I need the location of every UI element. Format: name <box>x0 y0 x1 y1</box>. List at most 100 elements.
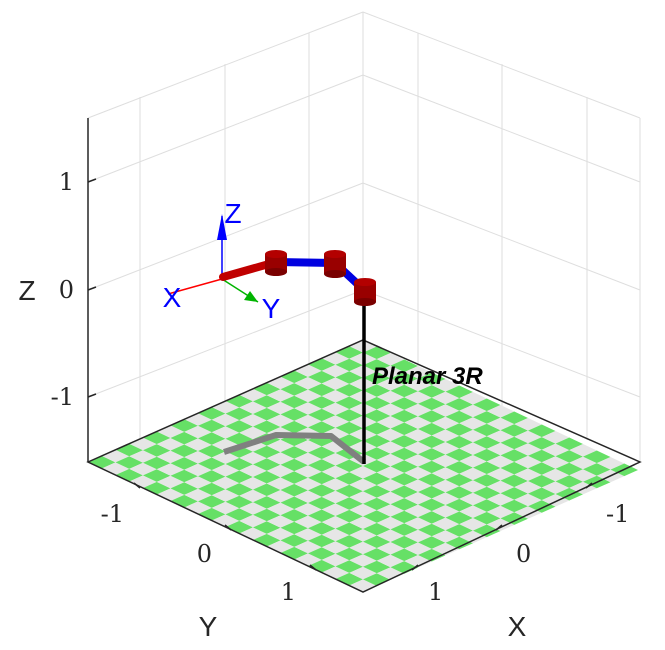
floor-tile <box>266 527 295 541</box>
floor-tile <box>431 379 460 392</box>
floor-tile <box>390 472 418 486</box>
floor-tile <box>349 516 377 529</box>
floor-tile <box>253 395 281 408</box>
floor-tile <box>280 521 308 535</box>
floor-tile <box>445 410 473 424</box>
floor-tile <box>445 398 473 411</box>
floor-tile <box>349 554 377 567</box>
floor-tile <box>500 499 528 513</box>
frame-z-arrowhead <box>217 214 227 240</box>
floor-tile <box>253 496 281 509</box>
floor-tile <box>198 444 226 458</box>
floor-tile <box>225 520 253 534</box>
floor-tile <box>211 489 240 502</box>
floor-tile <box>170 469 198 483</box>
floor-tile <box>555 450 583 463</box>
floor-tile <box>225 420 253 433</box>
floor-tile <box>486 455 515 468</box>
floor-tile <box>363 346 391 360</box>
floor-tile <box>514 430 542 444</box>
floor-tile <box>280 546 308 560</box>
floor-tile <box>266 439 295 453</box>
floor-tile <box>541 431 570 444</box>
floor-tile <box>445 536 473 550</box>
floor-tile <box>363 447 391 460</box>
floor-tile <box>473 411 501 424</box>
floor-tile <box>528 474 556 488</box>
floor-tile <box>308 408 336 422</box>
x-tick-neg1: -1 <box>606 500 629 528</box>
floor-tile <box>225 457 253 471</box>
floor-tile <box>500 512 528 525</box>
floor-tile <box>363 497 391 511</box>
floor-tile <box>404 454 432 467</box>
floor-tile <box>473 398 501 412</box>
floor-tile <box>129 475 157 488</box>
floor-tile <box>225 508 253 521</box>
floor-tile <box>363 422 391 435</box>
floor-tile <box>294 515 322 529</box>
floor-tile <box>390 384 418 398</box>
floor-tile <box>431 416 460 430</box>
floor-tile <box>459 392 487 405</box>
floor-tile <box>363 485 391 498</box>
floor-tile <box>473 486 501 500</box>
floor-tile <box>404 403 432 417</box>
floor-tile <box>266 540 295 553</box>
floor-tile <box>418 523 446 537</box>
floor-tile <box>308 484 336 497</box>
floor-tile <box>528 462 556 475</box>
floor-tile <box>308 559 336 573</box>
floor-tile <box>170 494 198 508</box>
floor-tile <box>459 530 487 544</box>
floor-tile <box>459 429 487 443</box>
floor-tile <box>294 452 322 466</box>
floor-tile <box>376 353 405 366</box>
floor-tile <box>541 468 570 482</box>
x-ticks <box>411 482 593 571</box>
floor-tile <box>266 502 295 516</box>
floor-tile <box>321 427 350 441</box>
floor-tile <box>321 541 350 554</box>
floor-tile <box>514 506 542 519</box>
floor-tile <box>349 466 377 479</box>
floor-tile <box>335 472 363 485</box>
floor-tile <box>418 485 446 499</box>
floor-tile <box>170 431 198 445</box>
y-ticks <box>133 482 317 571</box>
floor-tile <box>280 446 308 459</box>
floor-tile <box>390 535 418 549</box>
floor-tile <box>211 476 240 490</box>
z-tick-neg1: -1 <box>51 383 74 411</box>
robot-name-label: Planar 3R <box>372 363 483 390</box>
floor-tile <box>404 517 432 530</box>
floor-tile <box>363 359 391 372</box>
floor-tile <box>528 437 556 450</box>
floor-tile <box>294 528 322 541</box>
floor-tile <box>528 500 556 513</box>
floor-tile <box>541 481 570 494</box>
floor-tile <box>404 529 432 543</box>
floor-tile <box>376 403 405 416</box>
floor-tile <box>266 452 295 465</box>
floor-tile <box>239 414 267 427</box>
floor-tile <box>473 524 501 538</box>
floor-tile <box>335 459 363 473</box>
floor-tile <box>445 423 473 436</box>
floor-tile <box>404 429 432 442</box>
floor-tile <box>184 451 212 464</box>
floor-tile <box>335 509 363 523</box>
floor-tile <box>308 446 336 460</box>
floor-tile <box>486 505 515 519</box>
floor-tile <box>211 413 240 427</box>
floor-tile <box>390 523 418 536</box>
z-axis-label: Z <box>18 275 35 306</box>
floor-tile <box>376 428 405 442</box>
floor-tile <box>514 468 542 481</box>
floor-tile <box>321 516 350 529</box>
floor-tile <box>528 424 556 438</box>
floor-tile <box>184 463 212 477</box>
floor-tile <box>239 426 267 440</box>
floor-tile <box>294 465 322 478</box>
floor-tile <box>363 434 391 448</box>
